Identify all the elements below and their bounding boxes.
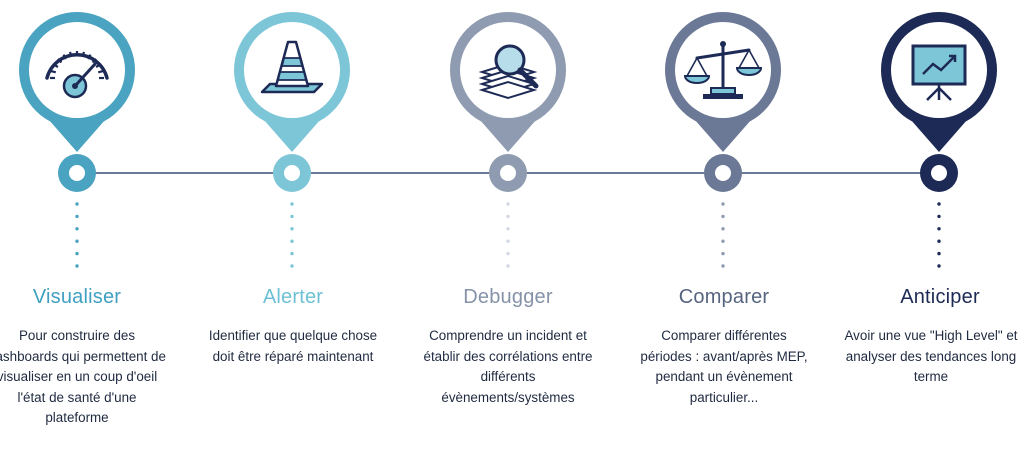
step-description-comparer: Comparer différentes périodes : avant/ap…	[640, 328, 808, 405]
step-title-alerter: Alerter	[262, 286, 324, 308]
step-title-anticiper: Anticiper	[900, 286, 980, 308]
dotted-connector-comparer	[721, 202, 725, 268]
pin-badge-visualiser	[19, 12, 135, 152]
magnifier-on-documents-icon	[478, 44, 539, 100]
step-title-debugger: Debugger	[463, 286, 553, 308]
speedometer-icon	[45, 51, 109, 99]
dotted-connector-visualiser	[75, 202, 79, 268]
dotted-connector-anticiper	[937, 202, 941, 268]
step-title-comparer: Comparer	[678, 286, 770, 308]
step-description-anticiper: Avoir une vue "High Level" et analyser d…	[844, 328, 1018, 384]
step-description-visualiser: Pour construire des dashboards qui perme…	[0, 328, 166, 425]
dotted-connector-alerter	[290, 202, 294, 268]
step-description-debugger: Comprendre un incident et établir des co…	[423, 328, 593, 405]
step-anticiper	[881, 12, 997, 268]
step-alerter	[234, 12, 350, 268]
presentation-board-icon	[911, 44, 967, 101]
step-title-visualiser: Visualiser	[32, 286, 122, 308]
step-description-alerter: Identifier que quelque chose doit être r…	[208, 328, 378, 364]
dotted-connector-debugger	[506, 202, 510, 268]
step-visualiser	[19, 12, 135, 268]
balance-scale-icon	[683, 41, 763, 99]
step-comparer	[665, 12, 781, 268]
step-debugger	[450, 12, 566, 268]
traffic-cone-icon	[260, 40, 324, 94]
